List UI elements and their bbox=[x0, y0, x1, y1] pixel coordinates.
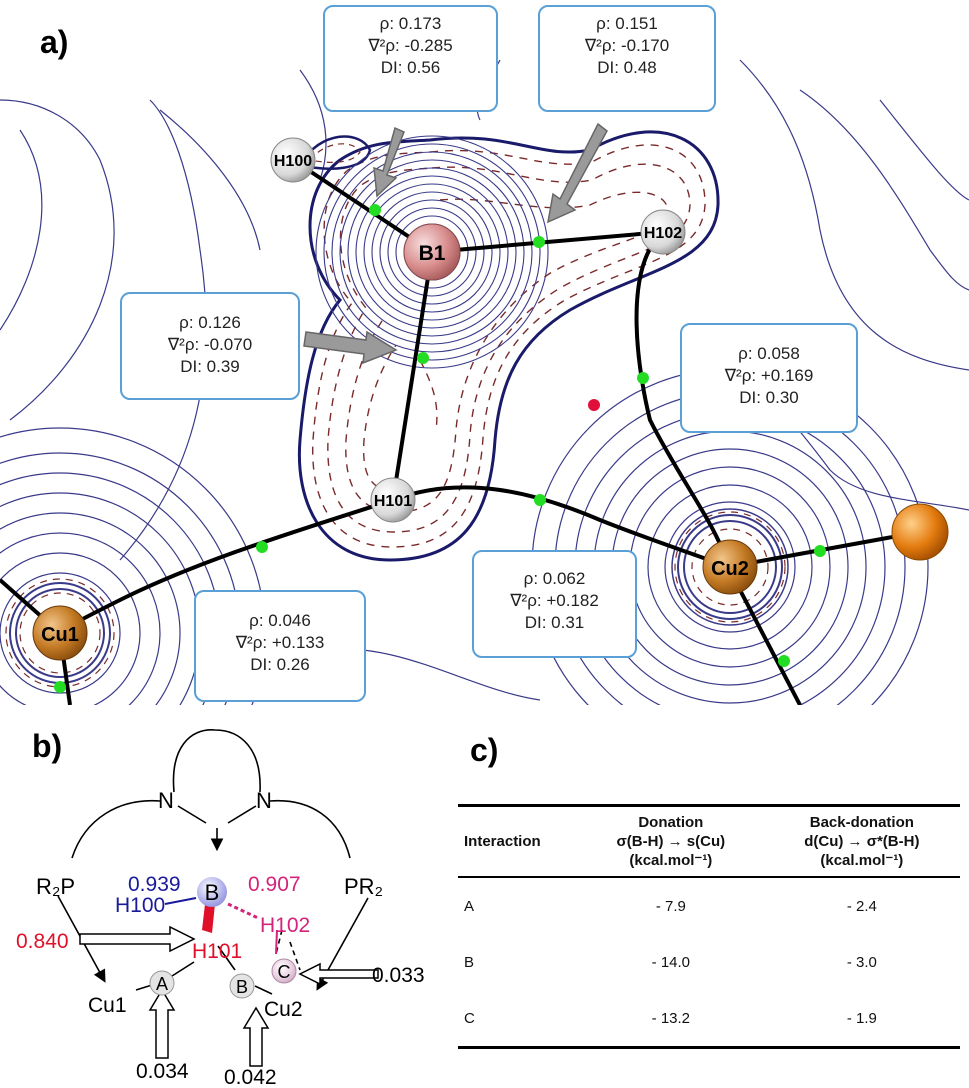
atom-h101 bbox=[370, 477, 416, 523]
di-value: DI: 0.30 bbox=[739, 388, 799, 407]
h102-label: H102 bbox=[260, 914, 310, 937]
di-value: DI: 0.39 bbox=[180, 357, 240, 376]
rho-value: ρ: 0.058 bbox=[738, 344, 800, 363]
pointer-arrows bbox=[303, 122, 608, 365]
laplacian-value: ∇²ρ: -0.285 bbox=[368, 36, 453, 55]
rho-value: ρ: 0.046 bbox=[249, 611, 311, 630]
laplacian-value: ∇²ρ: +0.182 bbox=[510, 591, 599, 610]
bond-critical-points bbox=[54, 204, 826, 693]
atom-label-b1: B1 bbox=[419, 242, 446, 265]
laplacian-value: ∇²ρ: +0.169 bbox=[724, 366, 814, 385]
atom-label-cu1: Cu1 bbox=[41, 624, 79, 646]
wbi-h102: 0.907 bbox=[248, 873, 301, 896]
callout-h102-cu2: ρ: 0.058 ∇²ρ: +0.169 DI: 0.30 bbox=[680, 323, 858, 433]
site-c: C bbox=[278, 962, 291, 982]
h101-label: H101 bbox=[192, 940, 242, 963]
callout-h101-cu2: ρ: 0.062 ∇²ρ: +0.182 DI: 0.31 bbox=[472, 550, 637, 658]
di-value: DI: 0.56 bbox=[380, 58, 441, 77]
site-b: B bbox=[236, 977, 248, 997]
b-h100-bond bbox=[164, 897, 197, 905]
table-row: C - 13.2 - 1.9 bbox=[458, 990, 960, 1048]
energy-c: 0.033 bbox=[372, 964, 425, 987]
ring-critical-point bbox=[588, 399, 600, 411]
laplacian-contour-map: B1 H100 H102 H101 Cu1 Cu2 bbox=[0, 59, 969, 705]
b-h102-bond bbox=[227, 902, 259, 920]
wbi-h100: 0.939 bbox=[128, 873, 181, 896]
nitrogen-right: N bbox=[256, 788, 272, 813]
atom-cu1 bbox=[32, 605, 88, 661]
header-interaction: Interaction bbox=[464, 833, 541, 850]
atoms: B1 H100 H102 H101 Cu1 Cu2 bbox=[32, 137, 949, 661]
h100-region bbox=[298, 135, 372, 170]
b-h101-wedge bbox=[202, 904, 215, 933]
cu1-label: Cu1 bbox=[88, 994, 127, 1017]
energy-b: 0.042 bbox=[224, 1066, 277, 1088]
atom-label-cu2: Cu2 bbox=[711, 558, 749, 580]
boron: B bbox=[205, 880, 220, 905]
h100-label: H100 bbox=[115, 894, 165, 917]
rho-value: ρ: 0.062 bbox=[523, 569, 586, 588]
callout-b1-h100: ρ: 0.173 ∇²ρ: -0.285 DI: 0.56 bbox=[323, 5, 498, 112]
di-value: DI: 0.31 bbox=[524, 613, 585, 632]
table-row: A - 7.9 - 2.4 bbox=[464, 897, 877, 915]
atom-label-h100: H100 bbox=[274, 153, 312, 170]
atom-h102 bbox=[640, 209, 686, 255]
laplacian-value: ∇²ρ: +0.133 bbox=[235, 633, 325, 652]
rho-value: ρ: 0.126 bbox=[179, 313, 241, 332]
energy-a: 0.034 bbox=[136, 1060, 189, 1083]
rho-value: ρ: 0.151 bbox=[596, 14, 658, 33]
donation-arrows bbox=[79, 925, 379, 1067]
header-donation: Donation σ(B-H) → s(Cu) (kcal.mol⁻¹) bbox=[616, 814, 726, 869]
nbo-interaction-table: Interaction Donation σ(B-H) → s(Cu) (kca… bbox=[458, 804, 960, 1049]
atom-label-h102: H102 bbox=[644, 225, 682, 242]
nitrogen-left: N bbox=[158, 788, 174, 813]
laplacian-value: ∇²ρ: -0.170 bbox=[584, 36, 670, 55]
table-row: B - 14.0 - 3.0 bbox=[464, 953, 877, 971]
callout-b1-h102: ρ: 0.151 ∇²ρ: -0.170 DI: 0.48 bbox=[538, 5, 716, 112]
bonding-scheme: N N R₂P PR₂ B H100 H102 H101 0.939 0.907… bbox=[16, 729, 425, 1088]
cu2-label: Cu2 bbox=[264, 998, 303, 1021]
wbi-h101: 0.840 bbox=[16, 930, 69, 953]
panel-label-c: c) bbox=[470, 732, 499, 768]
header-back-donation: Back-donation d(Cu) → σ*(B-H) (kcal.mol⁻… bbox=[804, 814, 920, 869]
laplacian-value: ∇²ρ: -0.070 bbox=[167, 335, 253, 354]
panel-label-b: b) bbox=[32, 728, 63, 764]
scheme-labels: N N R₂P PR₂ B H100 H102 H101 0.939 0.907… bbox=[16, 788, 425, 1088]
atom-h100 bbox=[270, 137, 316, 183]
callout-b1-h101: ρ: 0.126 ∇²ρ: -0.070 DI: 0.39 bbox=[120, 292, 300, 400]
table-header-row: Interaction Donation σ(B-H) → s(Cu) (kca… bbox=[458, 805, 960, 877]
atom-b1 bbox=[403, 223, 461, 281]
di-value: DI: 0.48 bbox=[597, 58, 657, 77]
callout-h101-cu1: ρ: 0.046 ∇²ρ: +0.133 DI: 0.26 bbox=[194, 590, 366, 702]
phosphine-right: PR₂ bbox=[344, 874, 383, 899]
atom-p bbox=[891, 503, 949, 561]
site-a: A bbox=[156, 974, 168, 994]
atom-cu2 bbox=[702, 539, 758, 595]
di-value: DI: 0.26 bbox=[250, 655, 310, 674]
phosphine-left: R₂P bbox=[36, 874, 75, 899]
rho-value: ρ: 0.173 bbox=[379, 14, 442, 33]
panel-label-a: a) bbox=[40, 24, 69, 60]
atom-label-h101: H101 bbox=[374, 493, 412, 510]
